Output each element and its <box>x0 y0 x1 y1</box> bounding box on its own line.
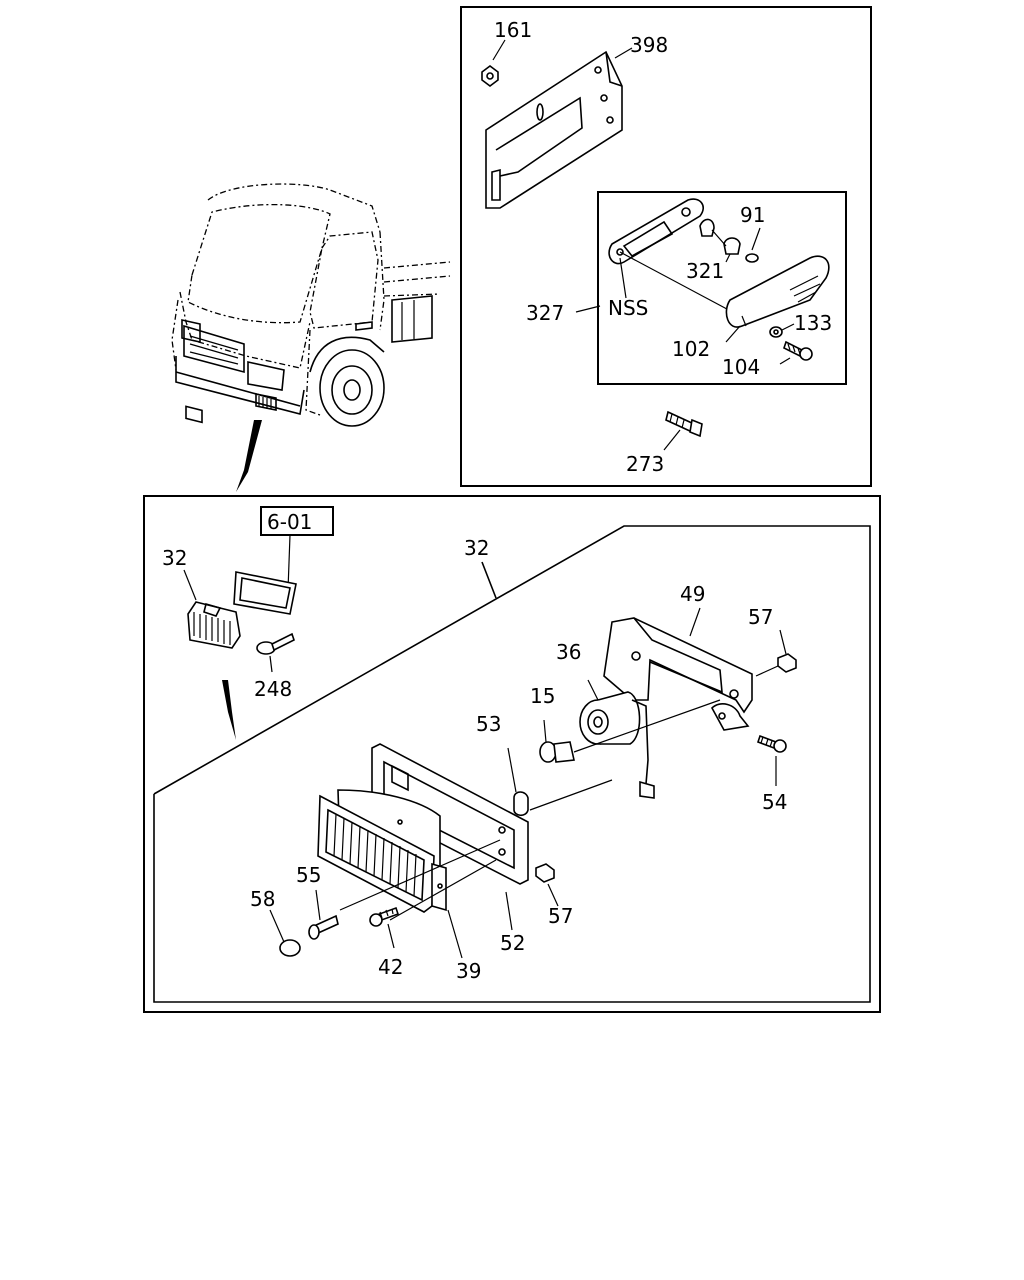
callout-39: 39 <box>456 959 481 983</box>
callout-161: 161 <box>494 18 532 42</box>
callout-32-large: 32 <box>464 536 489 560</box>
lower-frame <box>143 495 881 1013</box>
callout-49: 49 <box>680 582 705 606</box>
truck-cab-illustration <box>171 183 451 492</box>
callout-15: 15 <box>530 684 555 708</box>
bulb-91 <box>745 227 761 263</box>
bracket-49 <box>603 607 753 731</box>
callout-273: 273 <box>626 452 664 476</box>
upper-frame <box>460 6 872 487</box>
clip-248 <box>256 632 295 673</box>
exploded-view-border <box>153 525 871 1003</box>
lamp-base-327 <box>608 198 741 317</box>
callout-327: 327 <box>526 301 564 325</box>
callout-102: 102 <box>672 337 710 361</box>
fog-lamp-body-39 <box>317 789 501 959</box>
callout-57-top: 57 <box>748 605 773 629</box>
nut-57-bottom <box>535 863 559 907</box>
callout-32-small: 32 <box>162 546 187 570</box>
reference-box-label: 6-01 <box>267 510 312 534</box>
lamp-housing-36 <box>579 679 655 799</box>
lamp-subframe <box>597 191 847 385</box>
nut-161 <box>481 39 506 87</box>
callout-53: 53 <box>476 712 501 736</box>
callout-52: 52 <box>500 931 525 955</box>
screw-55 <box>308 889 339 940</box>
callout-104: 104 <box>722 355 760 379</box>
nut-57-top <box>755 629 797 677</box>
callout-55: 55 <box>296 863 321 887</box>
callout-58: 58 <box>250 887 275 911</box>
fog-lamp-small-32 <box>183 569 297 649</box>
screw-104 <box>779 340 813 365</box>
bracket-398 <box>485 47 633 209</box>
callout-91: 91 <box>740 203 765 227</box>
callout-248: 248 <box>254 677 292 701</box>
callout-133: 133 <box>794 311 832 335</box>
callout-57-bottom: 57 <box>548 904 573 928</box>
callout-398: 398 <box>630 33 668 57</box>
direction-arrow <box>222 680 236 740</box>
callout-54: 54 <box>762 790 787 814</box>
socket-321 <box>699 218 741 263</box>
screw-54 <box>756 734 787 786</box>
reference-box-6-01 <box>260 506 334 536</box>
callout-42: 42 <box>378 955 403 979</box>
lens-102 <box>725 255 830 343</box>
side-marker-nss: NSS <box>608 296 648 320</box>
grommet-53 <box>507 747 613 817</box>
cap-58 <box>269 909 301 957</box>
callout-321: 321 <box>686 259 724 283</box>
bolt-273 <box>663 410 703 451</box>
washer-133 <box>769 323 795 338</box>
bulb-15 <box>539 699 721 763</box>
callout-36: 36 <box>556 640 581 664</box>
screw-42 <box>369 906 400 949</box>
